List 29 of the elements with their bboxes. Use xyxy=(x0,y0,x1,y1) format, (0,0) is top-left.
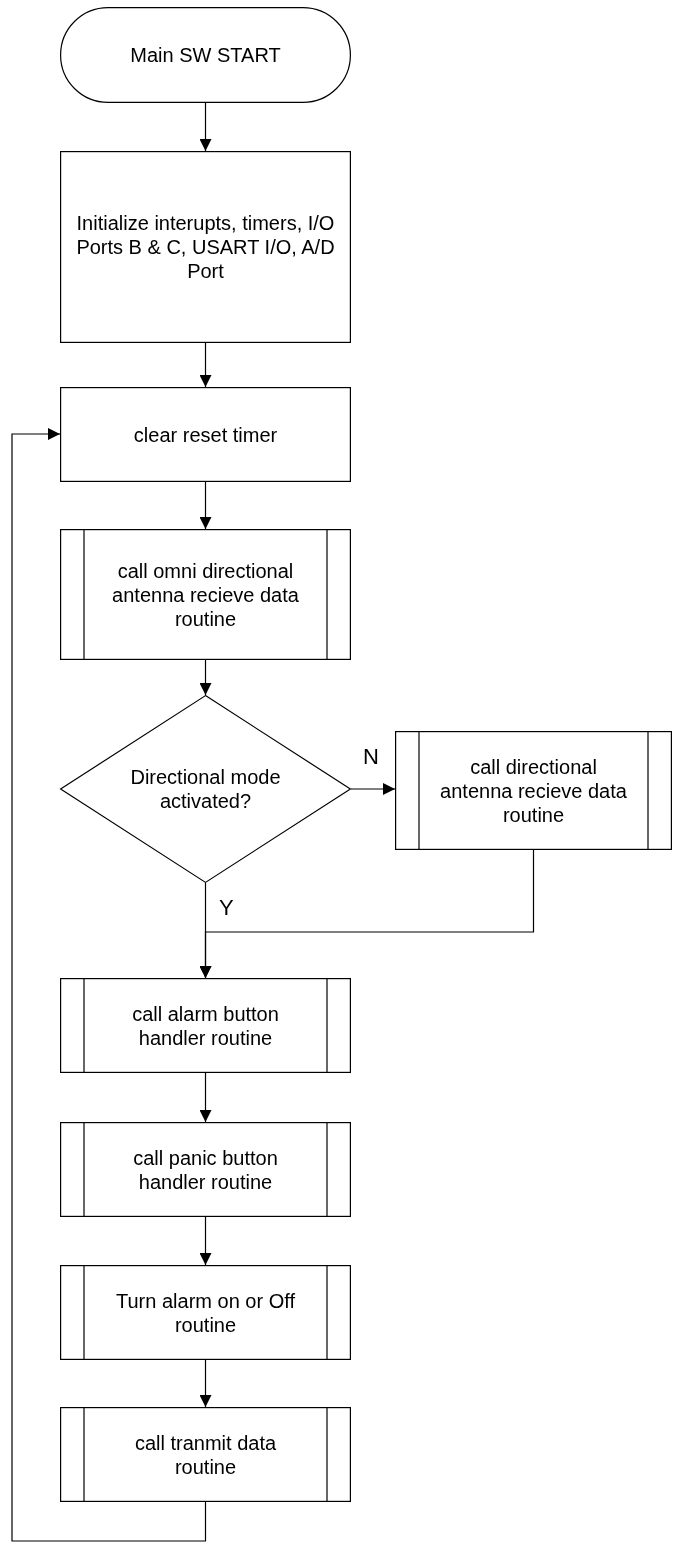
process-box xyxy=(60,387,351,482)
arrow xyxy=(199,481,212,530)
node-text: call panic button handler routine xyxy=(132,1145,279,1194)
arrow xyxy=(199,102,212,152)
node-text: Directional mode activated? xyxy=(129,765,282,813)
node-text: call directional antenna recieve data routine xyxy=(439,754,628,827)
process-box xyxy=(60,151,351,343)
decision-diamond xyxy=(60,695,351,883)
arrow xyxy=(199,342,212,388)
node-text: clear reset timer xyxy=(133,422,278,447)
arrow xyxy=(199,659,212,696)
node-text: Main SW START xyxy=(130,43,281,67)
arrow xyxy=(199,849,535,979)
node-text: call alarm button handler routine xyxy=(131,1001,280,1050)
subroutine-box xyxy=(60,1265,351,1360)
arrow xyxy=(199,1359,212,1408)
node-text: call tranmit data routine xyxy=(133,1430,278,1479)
arrow xyxy=(199,1216,212,1266)
node-text: Turn alarm on or Off routine xyxy=(115,1288,296,1337)
subroutine-box xyxy=(60,1407,351,1502)
subroutine-box xyxy=(60,1122,351,1217)
subroutine-box xyxy=(395,731,672,850)
arrow xyxy=(350,783,396,795)
arrow xyxy=(199,1072,212,1123)
node-text: call omni directional antenna recieve data routine xyxy=(111,558,300,631)
subroutine-box xyxy=(60,978,351,1073)
node-text: Initialize interupts, timers, I/O Ports B & C, USART I/O, A/D Port xyxy=(75,211,336,283)
arrow xyxy=(11,428,207,1542)
subroutine-box xyxy=(60,529,351,660)
